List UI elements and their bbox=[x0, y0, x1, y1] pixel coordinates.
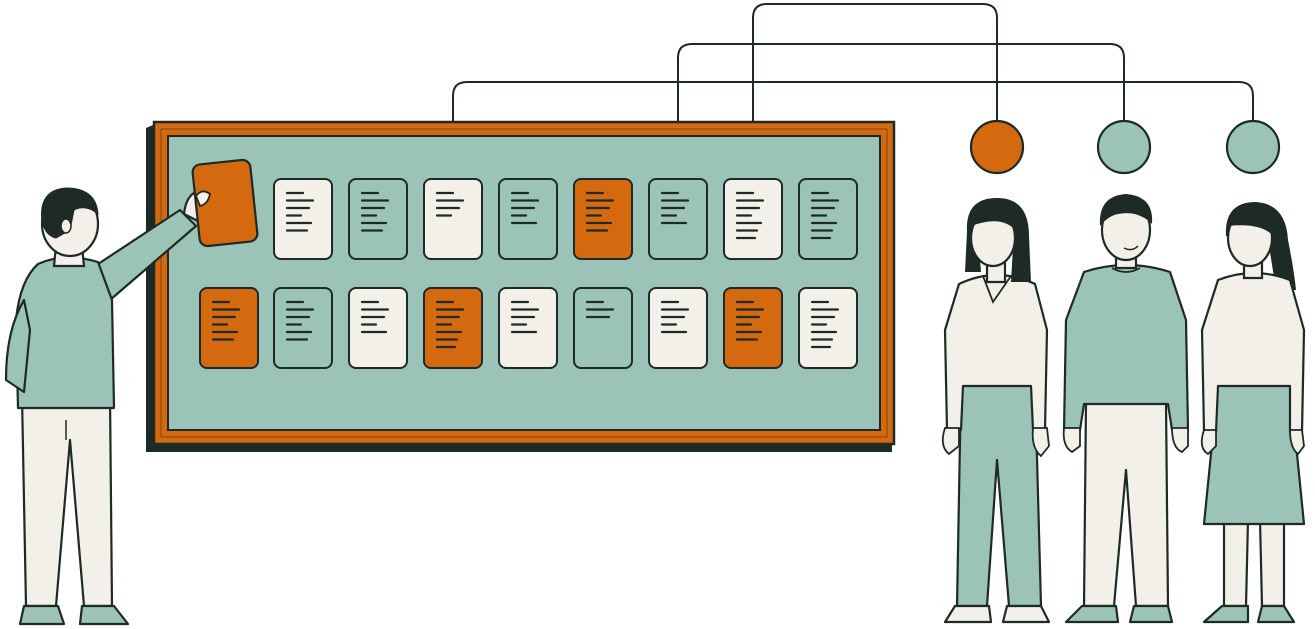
board-card bbox=[798, 178, 858, 260]
card-body bbox=[348, 287, 408, 369]
board-card bbox=[423, 178, 483, 260]
torso bbox=[943, 273, 1049, 432]
card-board bbox=[146, 120, 896, 452]
pants bbox=[1082, 400, 1170, 608]
connector-lines bbox=[452, 3, 1254, 183]
hair-fringe bbox=[971, 205, 1018, 232]
shoe bbox=[18, 604, 66, 626]
hand bbox=[1289, 429, 1305, 456]
card-body bbox=[498, 287, 558, 369]
board-card bbox=[648, 178, 708, 260]
ear bbox=[60, 218, 72, 234]
board-card bbox=[573, 287, 633, 369]
card-body bbox=[423, 287, 483, 369]
hair-fringe bbox=[1228, 205, 1278, 240]
board-card bbox=[723, 287, 783, 369]
mouth bbox=[1123, 245, 1139, 251]
connector-line bbox=[452, 81, 1254, 183]
card-body bbox=[648, 287, 708, 369]
shoe bbox=[78, 604, 130, 626]
card-body bbox=[423, 178, 483, 260]
avatar-circle bbox=[969, 119, 1025, 175]
card-body bbox=[723, 178, 783, 260]
collar bbox=[982, 275, 1012, 304]
avatar-circles bbox=[969, 119, 1281, 175]
torso bbox=[1200, 271, 1306, 434]
card-body bbox=[798, 287, 858, 369]
card-body bbox=[573, 287, 633, 369]
connector-line bbox=[677, 43, 1125, 183]
viewer-person bbox=[941, 198, 1051, 624]
viewer-person bbox=[1200, 202, 1306, 624]
board-card bbox=[723, 178, 783, 260]
board-card bbox=[273, 178, 333, 260]
shoe bbox=[1064, 604, 1120, 624]
board-card bbox=[348, 287, 408, 369]
card-body bbox=[798, 178, 858, 260]
hand bbox=[1171, 427, 1189, 454]
hand bbox=[941, 427, 960, 456]
people-group bbox=[4, 158, 1306, 626]
torso bbox=[1062, 263, 1190, 432]
hand bbox=[1031, 427, 1050, 458]
pants bbox=[955, 382, 1043, 608]
hand bbox=[1062, 427, 1081, 454]
leg bbox=[1258, 518, 1286, 608]
board-card bbox=[498, 287, 558, 369]
board-card bbox=[498, 178, 558, 260]
card-body bbox=[573, 178, 633, 260]
thumb bbox=[194, 190, 211, 208]
shoe bbox=[1128, 604, 1174, 624]
connector-line bbox=[752, 3, 998, 183]
pants bbox=[20, 394, 114, 608]
presenter-person bbox=[4, 158, 259, 626]
viewer-person bbox=[1062, 194, 1190, 624]
board-card bbox=[273, 287, 333, 369]
shoe bbox=[1256, 604, 1296, 624]
card-body bbox=[273, 178, 333, 260]
leg bbox=[1222, 518, 1250, 608]
board-card bbox=[423, 287, 483, 369]
card-body bbox=[348, 178, 408, 260]
card-body bbox=[273, 287, 333, 369]
hair bbox=[41, 187, 99, 239]
collar bbox=[1111, 267, 1141, 273]
lower-arm bbox=[4, 298, 32, 394]
avatar-circle bbox=[1225, 119, 1281, 175]
hand bbox=[1200, 429, 1217, 456]
card-body bbox=[498, 178, 558, 260]
shoe bbox=[1001, 604, 1051, 624]
hair bbox=[1099, 194, 1153, 226]
avatar-circle bbox=[1096, 119, 1152, 175]
card-body bbox=[648, 178, 708, 260]
board-card bbox=[199, 287, 259, 369]
board-card bbox=[348, 178, 408, 260]
card-body bbox=[723, 287, 783, 369]
board-card bbox=[798, 287, 858, 369]
board-frame-bevel bbox=[160, 128, 888, 438]
card-body bbox=[199, 287, 259, 369]
shoe bbox=[1202, 604, 1250, 624]
held-card bbox=[191, 158, 259, 248]
board-card bbox=[573, 178, 633, 260]
shoe bbox=[943, 604, 993, 624]
board-card bbox=[648, 287, 708, 369]
